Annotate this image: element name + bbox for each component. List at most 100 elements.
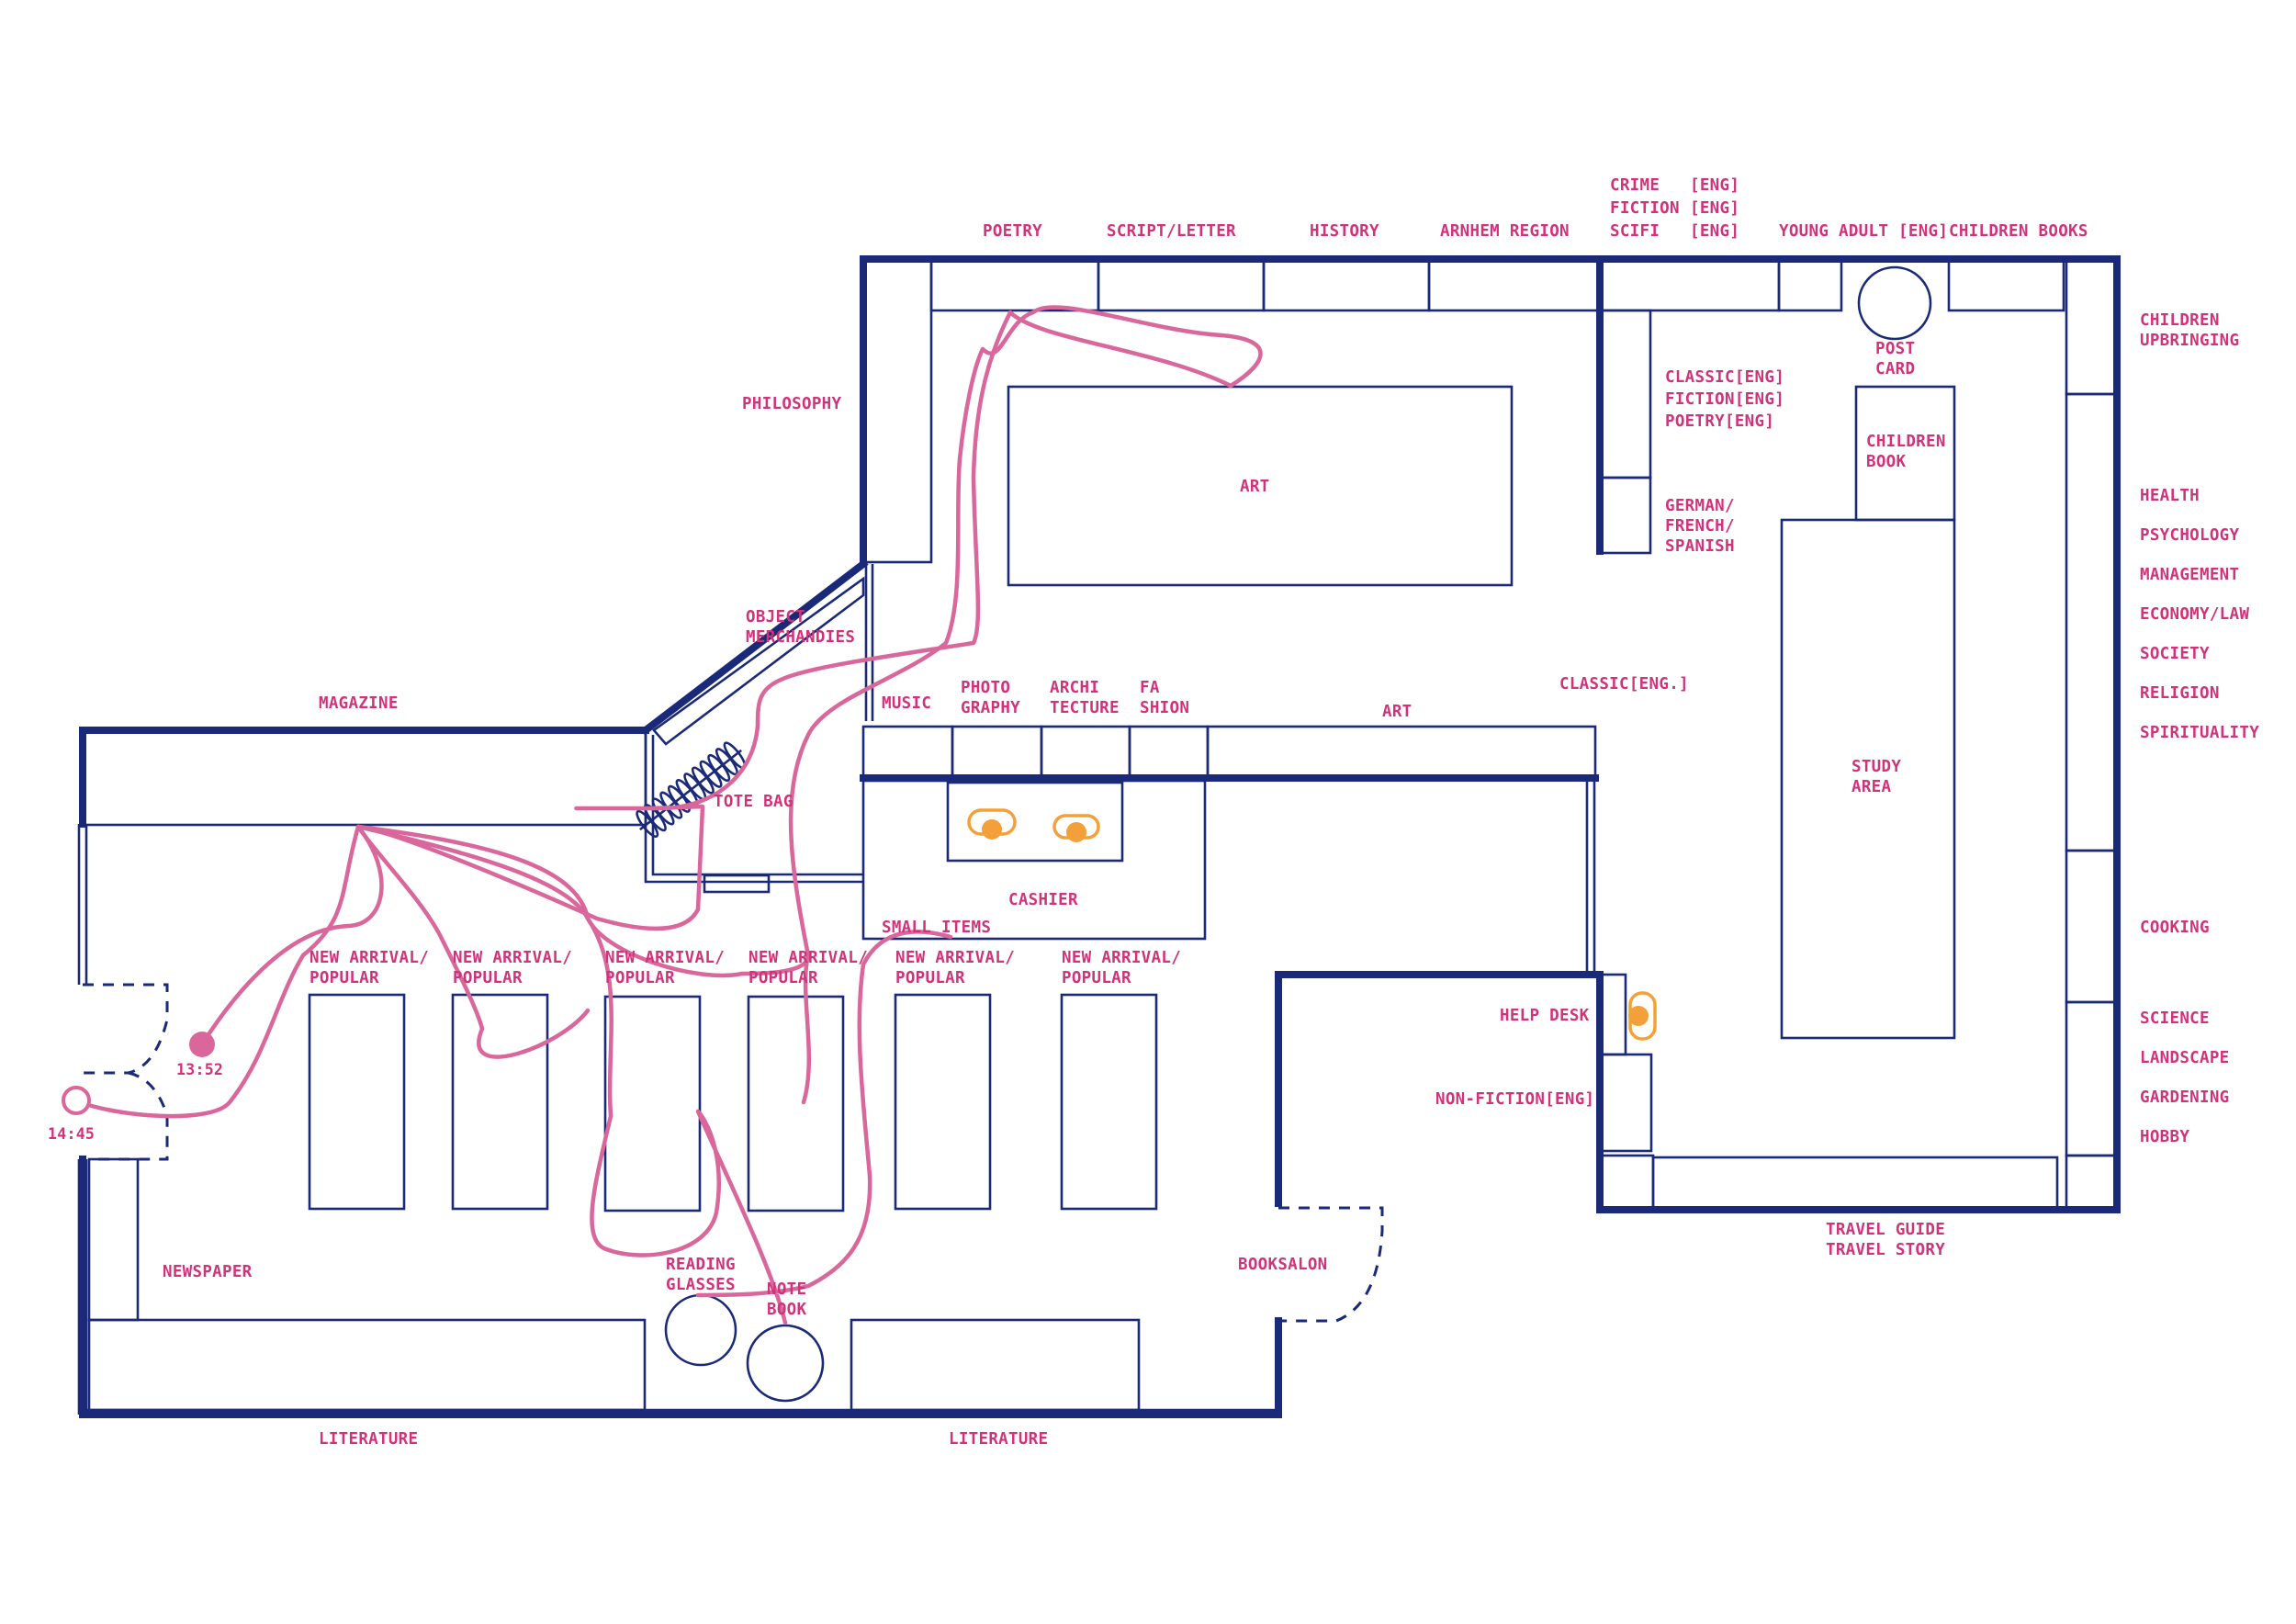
customer-route	[73, 305, 1263, 1119]
label-classic-eng-2: FICTION[ENG]	[1665, 390, 1784, 409]
label-new-arrival-3a: NEW ARRIVAL/	[605, 949, 725, 967]
label-crime: CRIME	[1610, 176, 1660, 195]
label-architecture-2: TECTURE	[1050, 699, 1120, 717]
label-health: HEALTH	[2140, 487, 2200, 505]
customer-route-segment-2	[355, 824, 953, 1325]
label-cashier: CASHIER	[1008, 891, 1078, 909]
label-landscape: LANDSCAPE	[2140, 1049, 2230, 1067]
label-fashion-1: FA	[1140, 679, 1160, 697]
art-table	[1007, 385, 1514, 587]
label-new-arrival-1b: POPULAR	[310, 969, 379, 987]
label-script-letter: SCRIPT/LETTER	[1107, 222, 1236, 241]
label-new-arrival-1a: NEW ARRIVAL/	[310, 949, 429, 967]
label-children-book-2: BOOK	[1866, 453, 1907, 471]
label-crime-eng: [ENG]	[1690, 176, 1739, 195]
label-time-end: 14:45	[48, 1125, 95, 1143]
label-classic-eng-3: POETRY[ENG]	[1665, 412, 1774, 431]
label-music: MUSIC	[882, 694, 931, 713]
label-new-arrival-4a: NEW ARRIVAL/	[748, 949, 868, 967]
label-children-upbringing-1: CHILDREN	[2140, 311, 2220, 330]
label-new-arrival-3b: POPULAR	[605, 969, 675, 987]
wall-left-room	[79, 727, 649, 828]
label-scifi-eng: [ENG]	[1690, 222, 1739, 241]
label-literature-right: LITERATURE	[949, 1430, 1048, 1449]
label-note-book-1: NOTE	[767, 1280, 806, 1299]
object-merchandies-shelf	[652, 576, 865, 746]
label-german-1: GERMAN/	[1665, 497, 1735, 515]
staff-markers	[967, 808, 1657, 1041]
label-german-2: FRENCH/	[1665, 517, 1735, 536]
wall-bottom	[79, 1156, 1282, 1418]
label-photography-1: PHOTO	[961, 679, 1010, 697]
label-fiction: FICTION	[1610, 199, 1680, 218]
label-new-arrival-5b: POPULAR	[895, 969, 965, 987]
label-poetry: POETRY	[983, 222, 1042, 241]
study-area-table	[1780, 518, 1956, 1040]
label-non-fiction: NON-FICTION[ENG]	[1435, 1090, 1594, 1109]
label-study-area-1: STUDY	[1851, 758, 1901, 776]
label-reading-glasses-2: GLASSES	[666, 1276, 736, 1294]
entrance-door	[83, 983, 169, 1161]
wall-diagonal	[640, 558, 869, 736]
post-card-stand	[1857, 265, 1932, 341]
furniture	[81, 257, 2119, 1412]
label-management: MANAGEMENT	[2140, 566, 2239, 584]
label-philosophy: PHILOSOPHY	[742, 395, 842, 413]
magazine-shelf	[81, 730, 647, 827]
label-newspaper: NEWSPAPER	[163, 1263, 253, 1281]
route-end-marker	[62, 1086, 91, 1115]
label-art-table: ART	[1240, 478, 1270, 496]
label-science: SCIENCE	[2140, 1009, 2210, 1028]
cashier-counter	[861, 779, 1207, 941]
label-new-arrival-5a: NEW ARRIVAL/	[895, 949, 1015, 967]
label-new-arrival-6a: NEW ARRIVAL/	[1062, 949, 1181, 967]
note-book-stand	[746, 1324, 825, 1403]
label-scifi: SCIFI	[1610, 222, 1660, 241]
label-new-arrival-4b: POPULAR	[748, 969, 818, 987]
label-fashion-2: SHION	[1140, 699, 1189, 717]
windows	[77, 564, 1596, 1415]
label-booksalon: BOOKSALON	[1238, 1256, 1328, 1274]
label-object-1: OBJECT	[746, 608, 805, 626]
label-magazine: MAGAZINE	[319, 694, 399, 713]
reading-glasses-stand	[664, 1293, 737, 1367]
label-new-arrival-2a: NEW ARRIVAL/	[453, 949, 572, 967]
label-new-arrival-2b: POPULAR	[453, 969, 523, 987]
label-small-items: SMALL ITEMS	[882, 919, 991, 937]
label-classic-eng-1: CLASSIC[ENG]	[1665, 368, 1784, 387]
label-economy-law: ECONOMY/LAW	[2140, 605, 2249, 624]
outer-walls	[79, 255, 2121, 1418]
label-cooking: COOKING	[2140, 919, 2210, 937]
label-religion: RELIGION	[2140, 684, 2220, 703]
label-note-book-2: BOOK	[767, 1301, 807, 1319]
label-travel-2: TRAVEL STORY	[1826, 1241, 1945, 1259]
label-new-arrival-6b: POPULAR	[1062, 969, 1131, 987]
label-young-adult: YOUNG ADULT [ENG]	[1779, 222, 1948, 241]
label-architecture-1: ARCHI	[1050, 679, 1099, 697]
label-history: HISTORY	[1310, 222, 1379, 241]
label-psychology: PSYCHOLOGY	[2140, 526, 2240, 545]
label-hobby: HOBBY	[2140, 1128, 2189, 1146]
label-photography-2: GRAPHY	[961, 699, 1020, 717]
label-object-2: MERCHANDIES	[746, 628, 855, 647]
label-children-books: CHILDREN BOOKS	[1949, 222, 2088, 241]
booksalon-door	[1278, 1206, 1384, 1323]
label-reading-glasses-1: READING	[666, 1256, 736, 1274]
label-spirituality: SPIRITUALITY	[2140, 724, 2259, 742]
label-arnhem-region: ARNHEM REGION	[1440, 222, 1570, 241]
label-post-card-1: POST	[1875, 340, 1915, 358]
route-start-marker	[189, 1032, 215, 1057]
label-german-3: SPANISH	[1665, 537, 1735, 556]
label-fiction-eng: [ENG]	[1690, 199, 1739, 218]
label-time-start: 13:52	[176, 1061, 223, 1078]
section-labels: POETRY SCRIPT/LETTER HISTORY ARNHEM REGI…	[48, 176, 2259, 1449]
label-society: SOCIETY	[2140, 645, 2210, 663]
label-tote-bag: TOTE BAG	[714, 793, 793, 811]
label-literature-left: LITERATURE	[319, 1430, 418, 1449]
label-classic-eng-dot: CLASSIC[ENG.]	[1559, 675, 1689, 694]
label-children-book-1: CHILDREN	[1866, 433, 1946, 451]
wall-main-room	[860, 255, 2121, 1213]
label-help-desk: HELP DESK	[1500, 1007, 1590, 1025]
label-post-card-2: CARD	[1875, 360, 1915, 378]
